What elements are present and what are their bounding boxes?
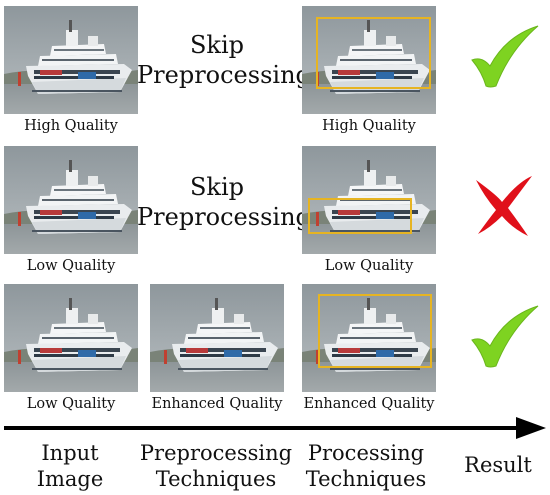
skip-preprocessing-text: Skip Preprocessing — [137, 173, 311, 231]
check-icon — [471, 25, 539, 88]
check-icon — [471, 305, 539, 368]
processing-caption: Low Quality — [324, 258, 414, 274]
stage-label-processing: Processing Techniques — [305, 441, 427, 491]
processing-caption: Enhanced Quality — [303, 396, 435, 412]
input-image-high-quality — [4, 6, 138, 114]
stage-label-preprocessing: Preprocessing Techniques — [139, 441, 293, 491]
input-caption: Low Quality — [26, 396, 116, 412]
detection-bounding-box — [318, 294, 432, 368]
stage-label-result: Result — [464, 453, 532, 477]
processing-image-high-quality — [302, 6, 436, 114]
input-caption: Low Quality — [26, 258, 116, 274]
cross-icon — [476, 176, 532, 236]
skip-preprocessing-text: Skip Preprocessing — [137, 31, 311, 89]
input-image-low-quality — [4, 284, 138, 392]
processing-image-low-quality — [302, 146, 436, 254]
input-image-low-quality — [4, 146, 138, 254]
detection-bounding-box — [316, 17, 431, 89]
stage-label-input: Input Image — [36, 441, 104, 491]
preprocessed-image-enhanced — [150, 284, 284, 392]
input-caption: High Quality — [24, 118, 118, 134]
preprocessing-caption: Enhanced Quality — [151, 396, 283, 412]
processing-caption: High Quality — [322, 118, 416, 134]
processing-image-enhanced — [302, 284, 436, 392]
detection-bounding-box — [308, 198, 412, 234]
pipeline-arrow — [4, 417, 546, 439]
